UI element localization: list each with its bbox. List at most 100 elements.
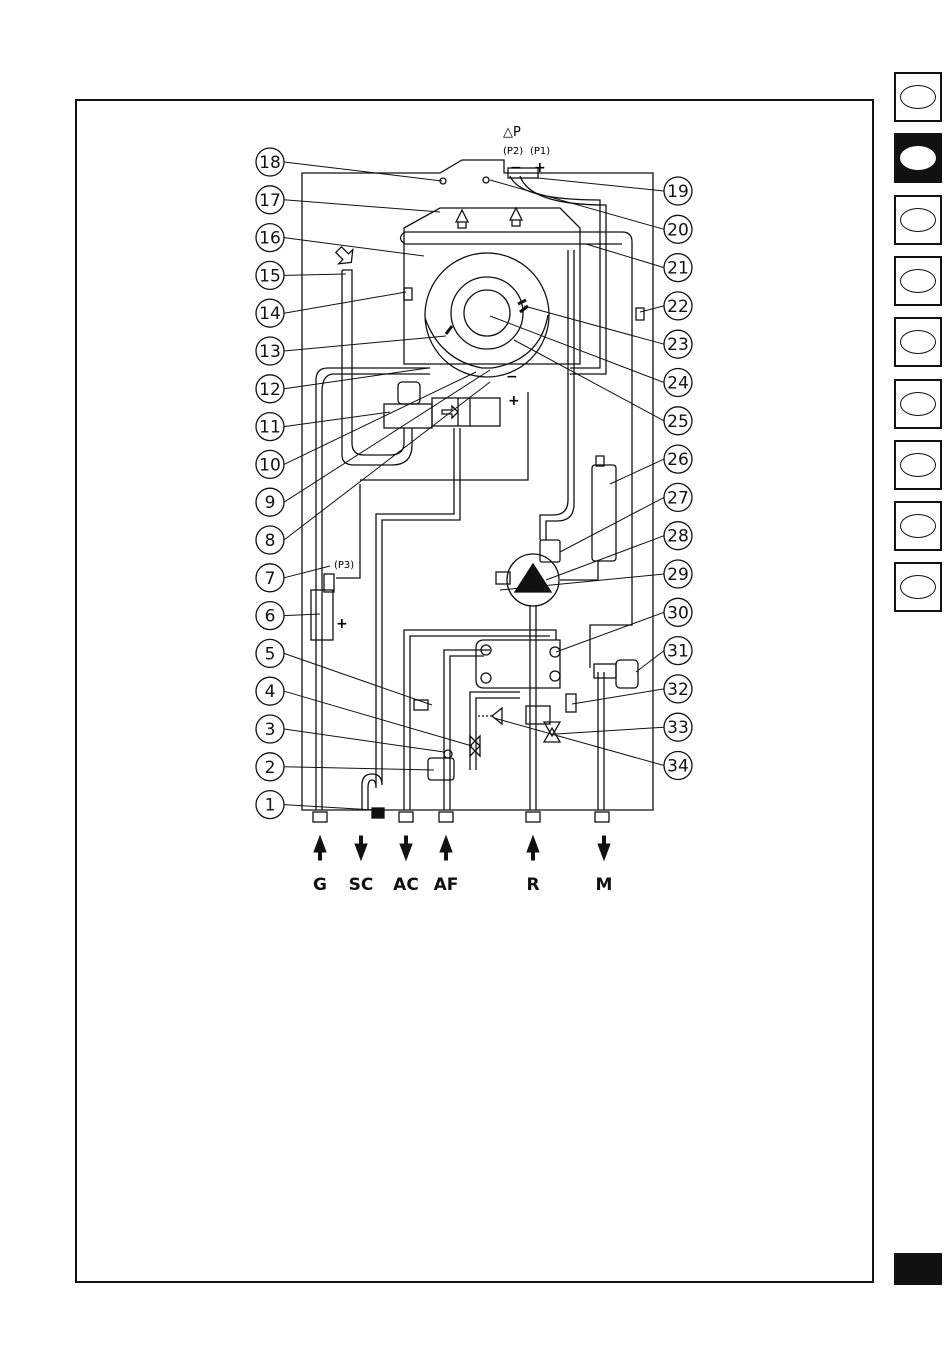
callout-number: 33 bbox=[667, 718, 689, 738]
connection-label: R bbox=[526, 875, 539, 895]
callout-number: 11 bbox=[259, 418, 281, 438]
arrow-down-icon bbox=[598, 836, 610, 860]
callout-number: 12 bbox=[259, 380, 281, 400]
callout-number: 14 bbox=[259, 304, 281, 324]
fan-hub-outer bbox=[451, 277, 523, 349]
minus-sign-top: − bbox=[510, 160, 522, 176]
heat-exchanger-pipe bbox=[405, 232, 632, 668]
plus-sign-top: + bbox=[534, 160, 546, 176]
p2-label: (P2) bbox=[503, 146, 523, 157]
connection-m: M bbox=[596, 836, 613, 895]
leader-line bbox=[556, 612, 664, 652]
leader-line bbox=[490, 180, 664, 229]
leader-line bbox=[284, 566, 330, 578]
leader-line bbox=[284, 368, 428, 389]
callout-number: 9 bbox=[265, 493, 276, 513]
leader-line bbox=[546, 536, 664, 580]
callout-number: 28 bbox=[667, 527, 689, 547]
plus-sign-gas: + bbox=[336, 616, 348, 632]
flow-pipe bbox=[598, 672, 604, 810]
callout-number: 29 bbox=[667, 565, 689, 585]
safety-drain-pipe bbox=[362, 428, 460, 810]
connection-r: R bbox=[526, 836, 539, 895]
arrow-up-icon bbox=[440, 836, 452, 860]
leader-line bbox=[556, 727, 664, 734]
leader-line bbox=[494, 718, 664, 766]
callout-number: 4 bbox=[265, 682, 276, 702]
auto-air-vent bbox=[540, 540, 560, 562]
p1-label: (P1) bbox=[530, 146, 550, 157]
gas-valve bbox=[384, 404, 432, 428]
connection-label: AC bbox=[393, 875, 419, 895]
callout-number: 2 bbox=[265, 758, 276, 778]
callout-number: 23 bbox=[667, 335, 689, 355]
callout-number: 16 bbox=[259, 229, 281, 249]
callout-number: 3 bbox=[265, 720, 276, 740]
callout-number: 10 bbox=[259, 455, 281, 475]
leader-line bbox=[610, 459, 664, 484]
leader-line bbox=[572, 689, 664, 704]
gas-line bbox=[316, 368, 430, 810]
leader-line bbox=[586, 244, 664, 268]
callout-number: 13 bbox=[259, 342, 281, 362]
callout-number: 25 bbox=[667, 412, 689, 432]
return-pipe bbox=[530, 690, 536, 810]
callout-number: 8 bbox=[265, 531, 276, 551]
leader-line bbox=[284, 412, 390, 427]
connection-label: G bbox=[313, 875, 327, 895]
connection-label: AF bbox=[434, 875, 459, 895]
fan-housing bbox=[425, 253, 549, 377]
callout-number: 32 bbox=[667, 680, 689, 700]
connection-sc: SC bbox=[349, 836, 374, 895]
arrow-down-icon bbox=[400, 836, 412, 860]
callout-number: 19 bbox=[667, 182, 689, 202]
callout-number: 31 bbox=[667, 642, 689, 662]
leader-line bbox=[284, 370, 490, 502]
connection-label: M bbox=[596, 875, 613, 895]
leader-line bbox=[284, 767, 434, 770]
callout-number: 22 bbox=[667, 297, 689, 317]
connection-label: SC bbox=[349, 875, 374, 895]
leader-line bbox=[514, 340, 664, 421]
arrow-up-icon bbox=[314, 836, 326, 860]
fan-hub-inner bbox=[464, 290, 510, 336]
leader-line bbox=[284, 729, 444, 752]
callout-number: 24 bbox=[667, 374, 689, 394]
expansion-vessel bbox=[592, 465, 616, 561]
callout-number: 27 bbox=[667, 488, 689, 508]
leader-line bbox=[284, 200, 440, 212]
callout-number: 26 bbox=[667, 450, 689, 470]
callout-number: 1 bbox=[265, 796, 276, 816]
plus-sign-fan: + bbox=[508, 393, 520, 409]
leader-line bbox=[284, 382, 490, 540]
leader-line bbox=[636, 651, 664, 672]
callout-number: 18 bbox=[259, 153, 281, 173]
plate-heat-exchanger bbox=[476, 640, 560, 688]
connection-ac: AC bbox=[393, 836, 419, 895]
arrow-up-icon bbox=[527, 836, 539, 860]
callout-number: 20 bbox=[667, 220, 689, 240]
callout-number: 21 bbox=[667, 259, 689, 279]
delta-p-label: △P bbox=[503, 125, 521, 140]
callout-number: 17 bbox=[259, 191, 281, 211]
connection-af: AF bbox=[434, 836, 459, 895]
leader-line bbox=[538, 178, 664, 191]
p3-label: (P3) bbox=[334, 560, 354, 571]
callout-number: 7 bbox=[265, 569, 276, 589]
callout-number: 30 bbox=[667, 603, 689, 623]
leader-line bbox=[284, 238, 424, 256]
callout-number: 6 bbox=[265, 607, 276, 627]
callout-number: 34 bbox=[667, 757, 689, 777]
callout-number: 5 bbox=[265, 644, 276, 664]
connection-g: G bbox=[313, 836, 327, 895]
leader-line bbox=[284, 336, 446, 351]
leader-line bbox=[284, 274, 346, 275]
leader-line bbox=[284, 162, 442, 181]
dhw-outlet-pipe bbox=[404, 630, 556, 810]
leader-line bbox=[560, 497, 664, 552]
minus-sign-fan: − bbox=[506, 369, 518, 385]
callout-number: 15 bbox=[259, 266, 281, 286]
leader-line bbox=[284, 805, 374, 810]
